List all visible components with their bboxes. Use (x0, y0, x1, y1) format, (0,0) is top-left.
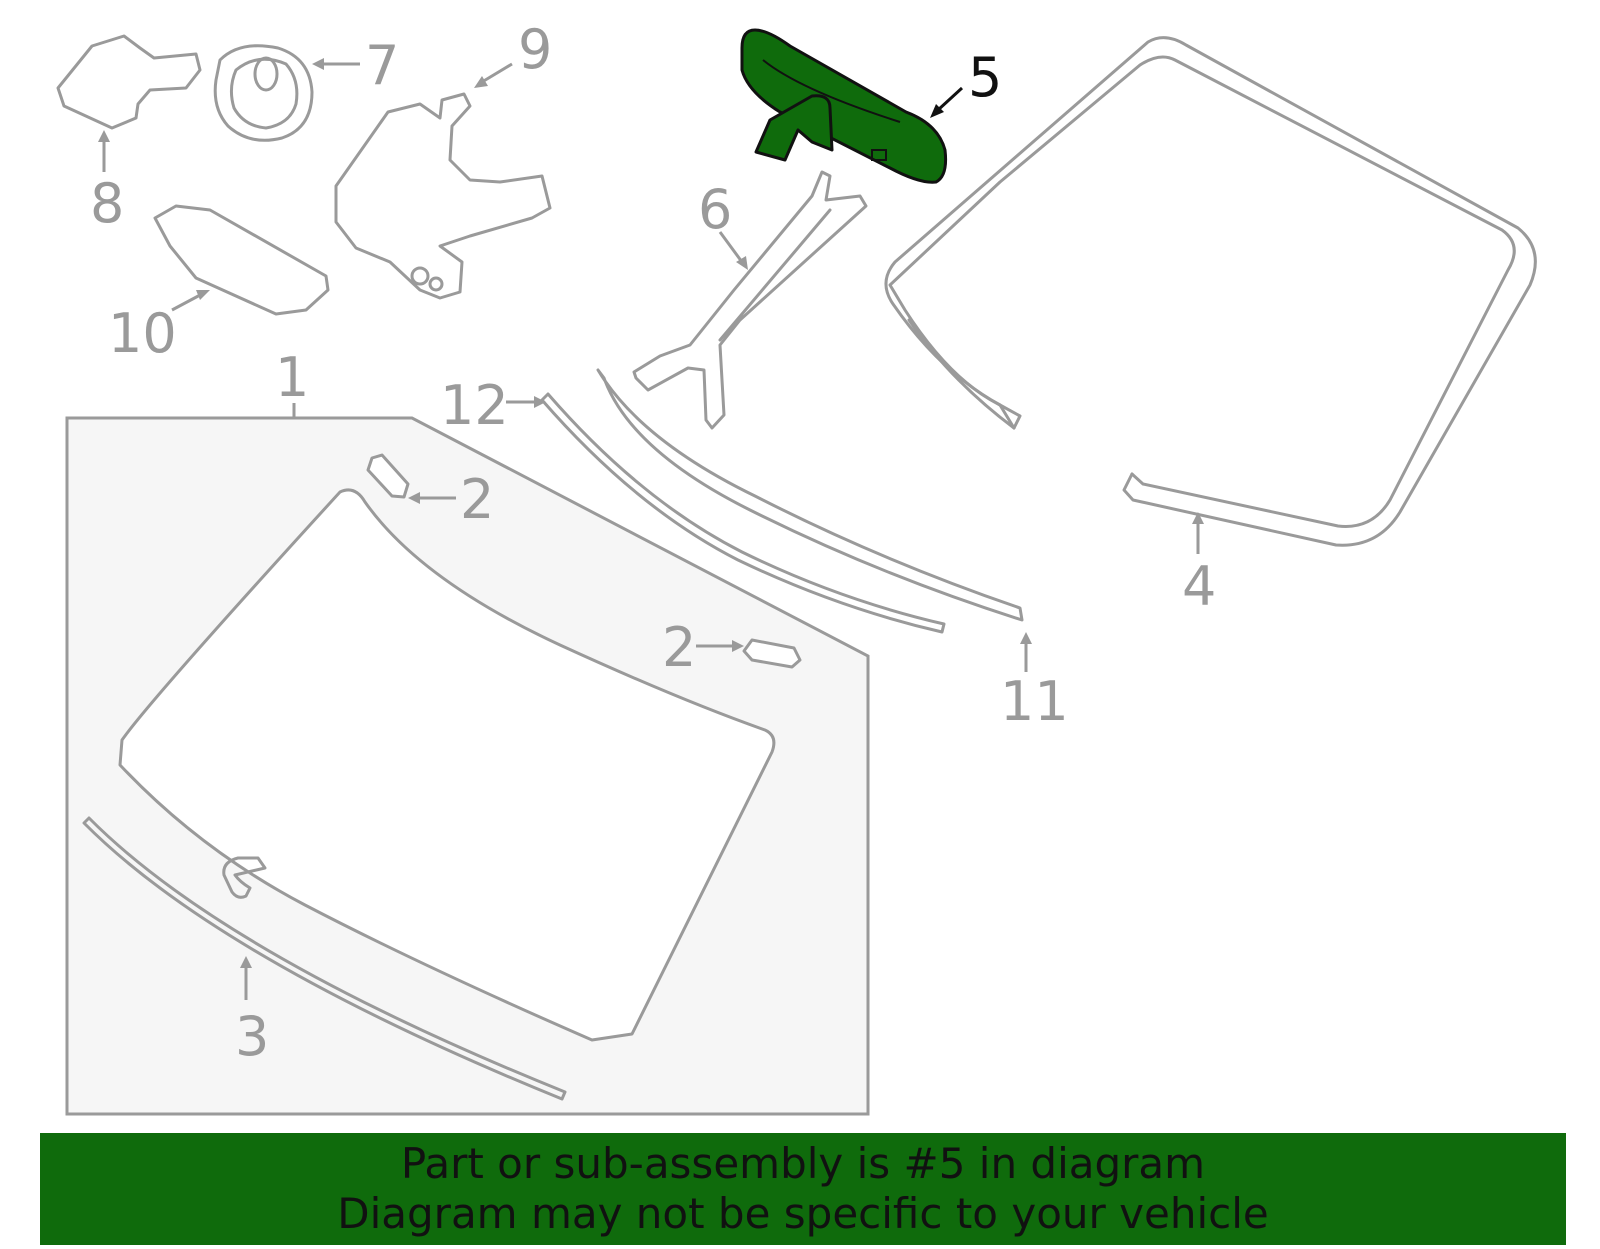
callout-6-label: 6 (698, 178, 732, 241)
clip-part-2-right (742, 638, 802, 669)
mirror-stem (754, 94, 834, 162)
clip-part-2-upper (366, 453, 410, 499)
callout-7-label: 7 (365, 34, 399, 97)
molding-part-12 (540, 392, 946, 634)
camera-bracket-part-9 (334, 92, 552, 300)
callout-7: 7 (312, 34, 399, 97)
callout-8-label: 8 (90, 172, 124, 235)
molding-part-11 (596, 368, 1024, 622)
callout-2-upper: 2 (408, 468, 494, 531)
callout-10: 10 (108, 290, 210, 365)
mirror-sensor (871, 149, 887, 161)
sensor-part-7 (213, 44, 314, 142)
plate-part-10 (153, 204, 330, 316)
bracket-part-6 (632, 170, 868, 430)
callout-8: 8 (90, 130, 124, 235)
callout-10-label: 10 (108, 302, 177, 365)
callout-4-label: 4 (1182, 555, 1216, 618)
callout-4: 4 (1182, 512, 1216, 618)
mirror-edge (762, 59, 901, 123)
lower-molding-part-3 (82, 816, 567, 1101)
callout-11: 11 (1000, 632, 1069, 733)
callout-2-right: 2 (662, 616, 744, 679)
callout-12-label: 12 (440, 374, 509, 437)
callout-9-label: 9 (518, 18, 552, 81)
callout-1: 1 (275, 346, 309, 409)
mirror-part-5-highlighted (740, 28, 948, 184)
part-1-windshield-group (65, 403, 870, 1116)
weatherstrip-part-4 (884, 36, 1537, 547)
callout-11-label: 11 (1000, 670, 1069, 733)
windshield-bracket (222, 856, 267, 899)
banner-line-2: Diagram may not be specific to your vehi… (337, 1189, 1269, 1238)
info-banner: Part or sub-assembly is #5 in diagram Di… (40, 1133, 1566, 1245)
cover-part-8 (56, 34, 202, 130)
callout-2-upper-label: 2 (460, 468, 494, 531)
callout-5: 5 (930, 46, 1002, 118)
mirror-body (740, 28, 948, 184)
banner-line-1: Part or sub-assembly is #5 in diagram (400, 1139, 1206, 1188)
callout-2-right-label: 2 (662, 616, 696, 679)
callout-1-label: 1 (275, 346, 309, 409)
callout-5-label: 5 (968, 46, 1002, 109)
callout-3: 3 (235, 956, 269, 1068)
callout-3-label: 3 (235, 1005, 269, 1068)
callout-9: 9 (474, 18, 552, 88)
callout-6: 6 (698, 178, 748, 270)
callout-12: 12 (440, 374, 546, 437)
windshield-glass (118, 488, 776, 1042)
